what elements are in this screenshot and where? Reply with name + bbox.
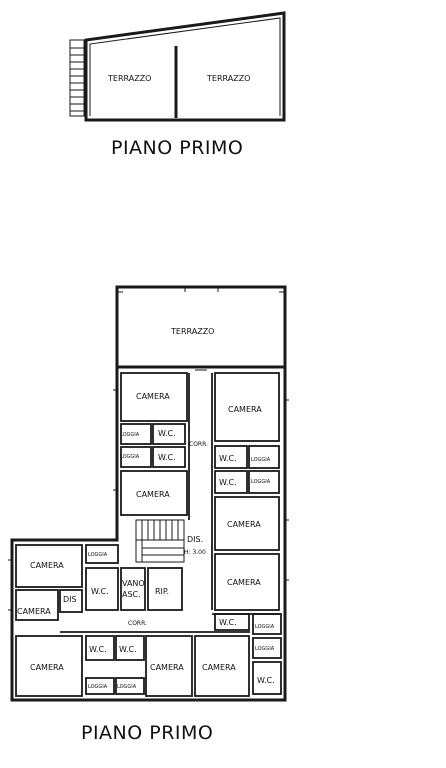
room-camera-8: CAMERA [30, 663, 64, 672]
room-loggia-2: LOGGIA [120, 454, 140, 460]
room-camera-5: CAMERA [227, 578, 261, 587]
room-dis: DIS. [187, 535, 203, 544]
room-loggia-8: LOGGIA [117, 684, 137, 690]
room-wc-5: W.C. [91, 587, 109, 596]
corridor-horizontal: CORR. [128, 620, 147, 627]
corridor-vertical: CORR. [189, 441, 208, 448]
room-camera-9: CAMERA [150, 663, 184, 672]
top-terrazzo-left: TERRAZZO [107, 74, 151, 83]
room-camera-6: CAMERA [30, 561, 64, 570]
room-terrazzo: TERRAZZO [170, 327, 214, 336]
room-wc-2: W.C. [158, 453, 176, 462]
top-plan-title: PIANO PRIMO [111, 137, 243, 159]
room-wc-4: W.C. [219, 478, 237, 487]
room-camera-7: CAMERA [17, 607, 51, 616]
room-loggia-9: LOGGIA [255, 646, 275, 652]
top-stair [69, 39, 85, 117]
room-wc-1: W.C. [158, 429, 176, 438]
main-plan [8, 285, 289, 702]
room-wc-7: W.C. [89, 645, 107, 654]
room-wc-3: W.C. [219, 454, 237, 463]
main-stair [135, 519, 185, 563]
room-loggia-3: LOGGIA [251, 457, 271, 463]
room-vano-1: VANO [122, 579, 145, 588]
room-wc-6: W.C. [219, 618, 237, 627]
room-loggia-5: LOGGIA [88, 552, 108, 558]
room-loggia-7: LOGGIA [88, 684, 108, 690]
main-plan-title: PIANO PRIMO [81, 722, 213, 744]
top-plan: TERRAZZO TERRAZZO [69, 11, 286, 122]
room-height: H: 3.00 [184, 549, 206, 556]
room-wc-9: W.C. [257, 676, 275, 685]
room-vano-2: ASC. [122, 590, 141, 599]
room-camera-4: CAMERA [227, 520, 261, 529]
room-loggia-1: LOGGIA [120, 432, 140, 438]
room-wc-8: W.C. [119, 645, 137, 654]
room-loggia-6: LOGGIA [255, 624, 275, 630]
room-camera-3: CAMERA [228, 405, 262, 414]
top-terrazzo-right: TERRAZZO [206, 74, 250, 83]
room-camera-2: CAMERA [136, 490, 170, 499]
room-dis-left: DIS [63, 595, 77, 604]
room-camera-10: CAMERA [202, 663, 236, 672]
room-rip: RIP. [155, 587, 169, 596]
room-loggia-4: LOGGIA [251, 479, 271, 485]
room-camera-1: CAMERA [136, 392, 170, 401]
